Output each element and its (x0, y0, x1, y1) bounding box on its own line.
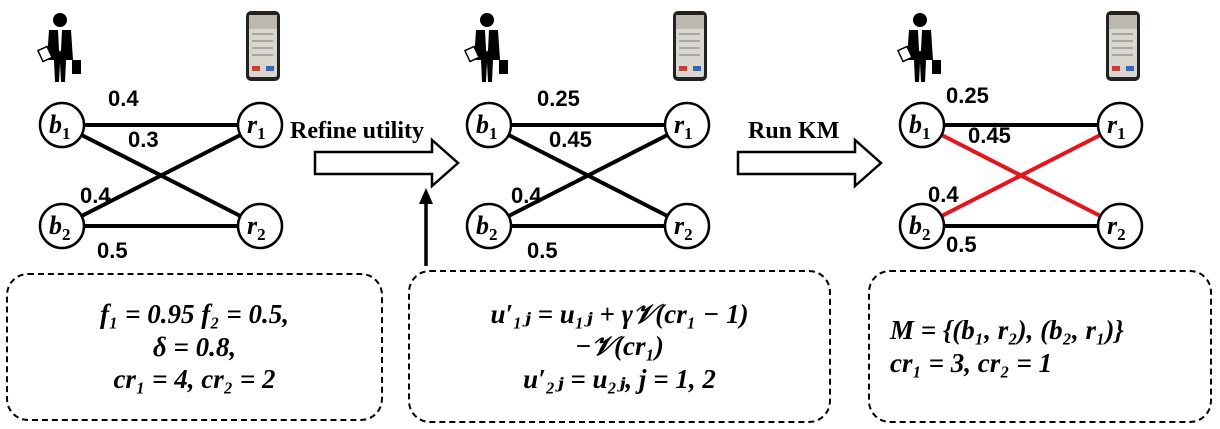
weight-label-b1r1: 0.25 (537, 86, 580, 111)
refine-line-3: u′₂ⱼ = u₂ⱼ, j = 1, 2 (523, 363, 716, 394)
matching-result-box: M = {(b₁, r₂), (b₂, r₁)} cr₁ = 3, cr₂ = … (868, 270, 1212, 423)
node-b2: b2 (898, 202, 946, 250)
node-b2: b2 (38, 202, 86, 250)
businessman-icon (463, 13, 508, 82)
node-r1: r1 (1096, 101, 1144, 149)
smartphone-icon (673, 11, 707, 81)
weight-label-b2r1: 0.4 (928, 182, 959, 207)
result-line-1: M = {(b₁, r₂), (b₂, r₁)} (890, 315, 1124, 346)
params-line-3: cr₁ = 4, cr₂ = 2 (113, 364, 276, 395)
weight-label-b1r2: 0.45 (968, 123, 1011, 148)
graph-panels: 0.4 0.3 0.4 0.5 b1 b2 r1 r2 0.25 0.45 0.4 0.5 b1 b2 r1… (36, 11, 1144, 263)
weight-label-b1r2: 0.3 (128, 127, 159, 152)
refine-line-1: u′₁ⱼ = u₁ⱼ + γ𝒱(cr₁ − 1) (490, 298, 749, 329)
edge-b2r1 (507, 133, 669, 218)
run-km-label: Run KM (748, 118, 839, 144)
smartphone-icon (246, 11, 280, 81)
node-r2: r2 (236, 202, 284, 250)
node-b1: b1 (465, 101, 513, 149)
up-arrow (419, 188, 433, 266)
utility-refinement-box: u′₁ⱼ = u₁ⱼ + γ𝒱(cr₁ − 1) −𝒱(cr₁) u′₂ⱼ = … (408, 270, 831, 423)
weight-label-b2r1: 0.4 (80, 183, 111, 208)
graph-panel-3: 0.25 0.45 0.4 0.5 b1 b2 r1 r2 (896, 11, 1144, 257)
node-b1: b1 (898, 101, 946, 149)
params-line-2: δ = 0.8, (152, 331, 237, 362)
node-b2: b2 (465, 202, 513, 250)
graph-panel-1: 0.4 0.3 0.4 0.5 b1 b2 r1 r2 (36, 11, 284, 263)
refine-utility-arrow: Refine utility (290, 118, 460, 189)
businessman-icon (36, 13, 81, 82)
params-line-1: f₁ = 0.95 f₂ = 0.5, (99, 299, 290, 330)
weight-label-b1r2: 0.45 (549, 127, 592, 152)
node-b1: b1 (38, 101, 86, 149)
weight-label-b2r1: 0.4 (511, 183, 542, 208)
result-line-2: cr₁ = 3, cr₂ = 1 (890, 347, 1053, 378)
businessman-icon (896, 13, 941, 82)
weight-label-b2r2: 0.5 (946, 232, 977, 257)
node-r1: r1 (236, 101, 284, 149)
node-r2: r2 (663, 202, 711, 250)
edge-b2r1 (80, 133, 242, 218)
weight-label-b2r2: 0.5 (97, 238, 128, 263)
graph-panel-2: 0.25 0.45 0.4 0.5 b1 b2 r1 r2 (463, 11, 711, 263)
edge-b2r1-matched (940, 133, 1102, 218)
node-r1: r1 (663, 101, 711, 149)
refine-utility-label: Refine utility (290, 118, 424, 144)
parameters-box: f₁ = 0.95 f₂ = 0.5, δ = 0.8, cr₁ = 4, cr… (6, 273, 383, 421)
weight-label-b1r1: 0.25 (946, 83, 989, 108)
node-r2: r2 (1096, 202, 1144, 250)
weight-label-b1r1: 0.4 (108, 86, 139, 111)
smartphone-icon (1106, 11, 1140, 81)
run-km-arrow: Run KM (736, 118, 883, 189)
refine-line-2: −𝒱(cr₁) (575, 331, 664, 362)
weight-label-b2r2: 0.5 (527, 238, 558, 263)
